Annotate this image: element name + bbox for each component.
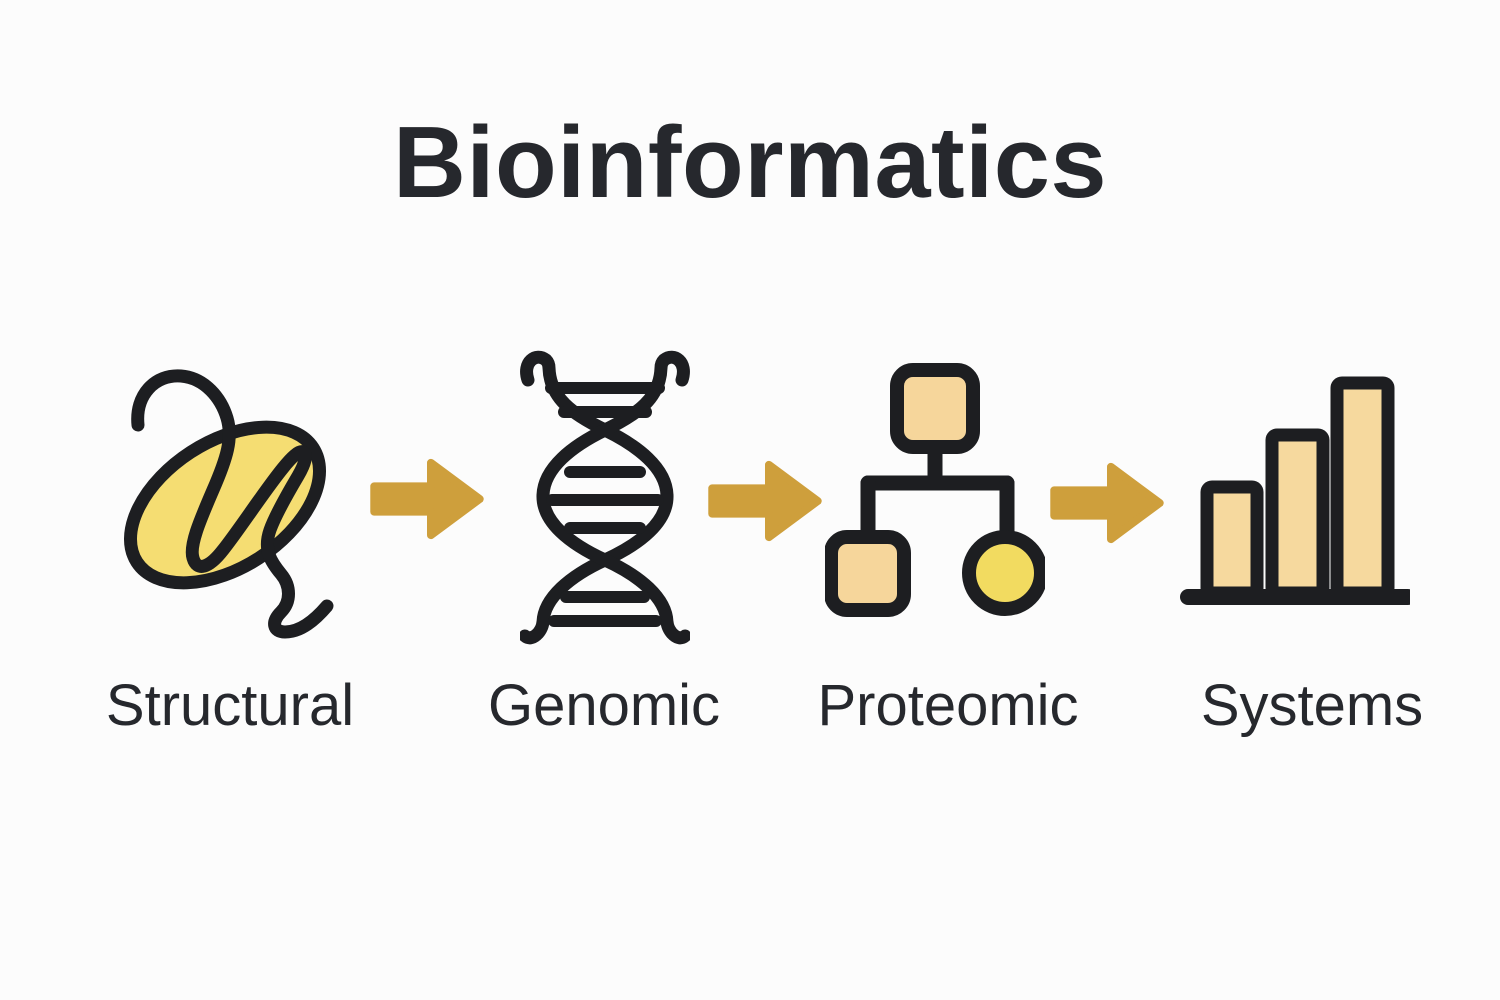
protein-structure-icon [105, 340, 355, 660]
stage-label-genomic: Genomic [487, 673, 721, 738]
stage-label-systems: Systems [1200, 673, 1424, 738]
stage-label-structural: Structural [105, 673, 355, 738]
right-arrow-icon [368, 455, 486, 543]
dna-helix-icon [520, 350, 690, 650]
page-title: Bioinformatics [392, 107, 1108, 219]
right-arrow-icon [1048, 459, 1166, 547]
network-hierarchy-icon [825, 360, 1045, 620]
bar-chart-icon [1180, 375, 1410, 605]
stage-label-proteomic: Proteomic [817, 673, 1079, 738]
right-arrow-icon [706, 457, 824, 545]
